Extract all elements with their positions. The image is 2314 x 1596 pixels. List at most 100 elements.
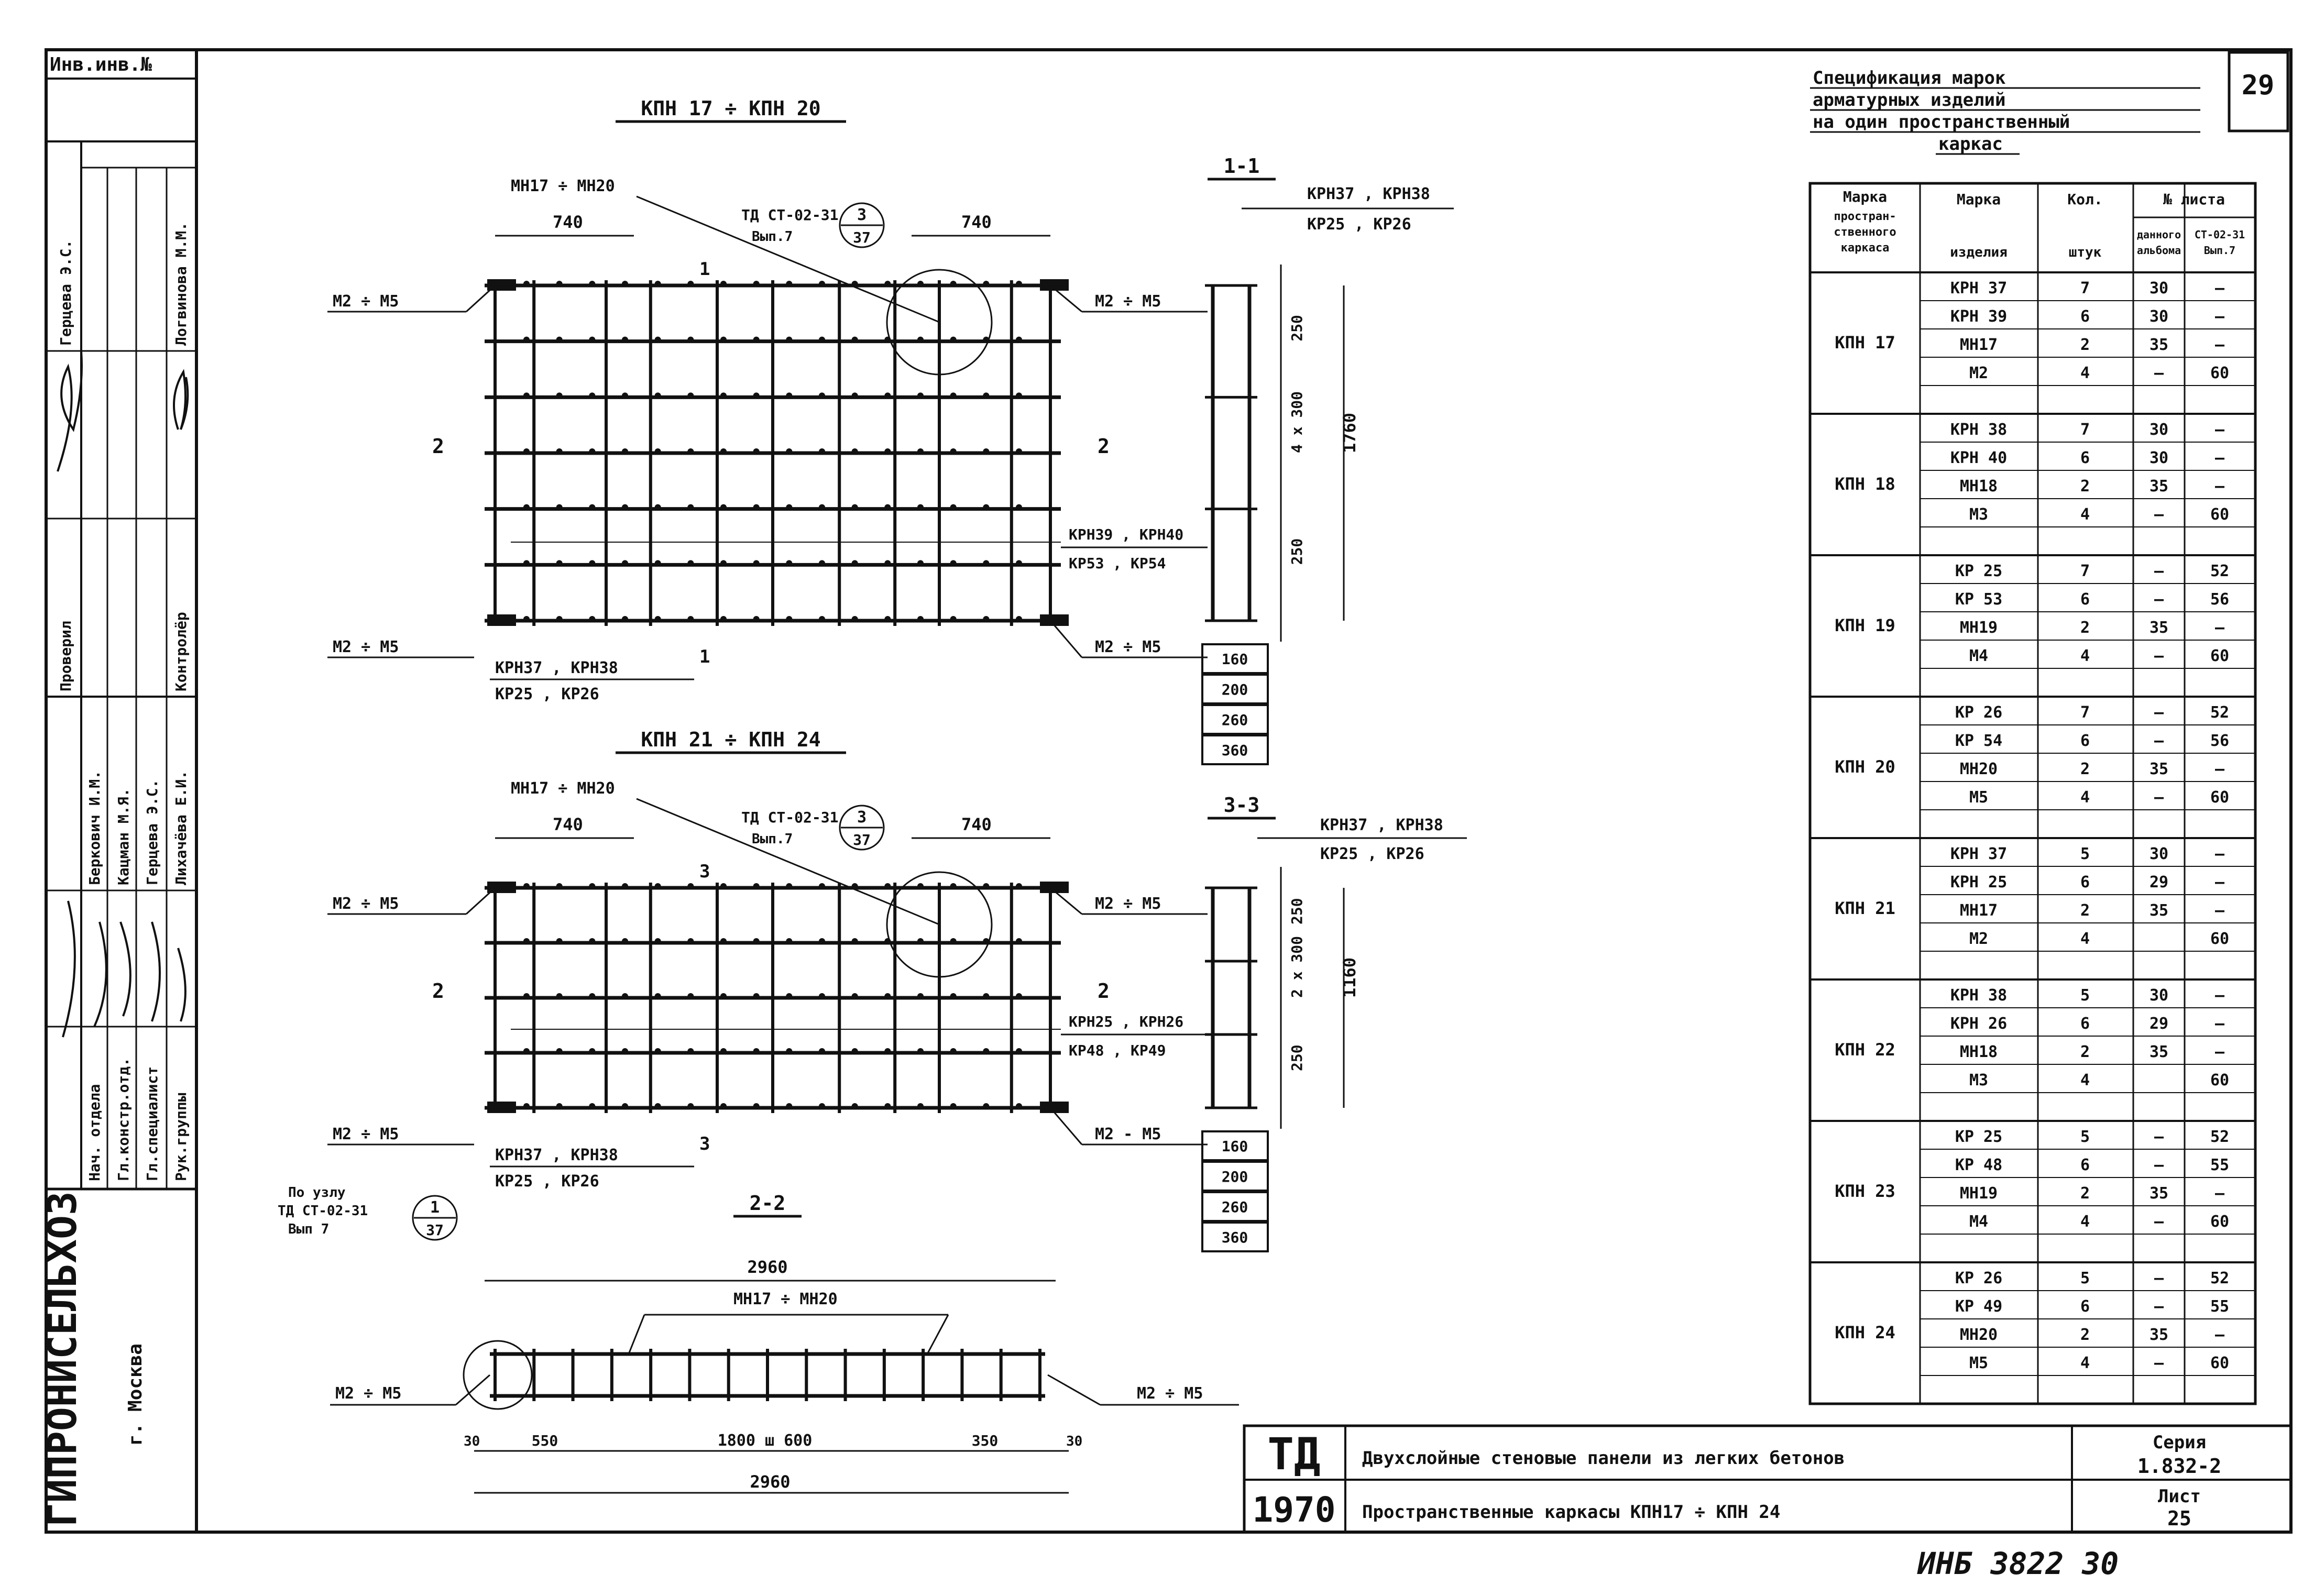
width-box	[1201, 1161, 1269, 1192]
leader-line	[1050, 284, 1082, 313]
spec-cell: 60	[2210, 647, 2229, 665]
bar-dot	[917, 560, 924, 567]
bar-dot	[786, 392, 793, 399]
spec-cell: 4	[2080, 1071, 2090, 1089]
spec-cell: 7	[2080, 703, 2090, 722]
bar-dot	[523, 883, 530, 889]
bar-tag: КРН39 , КРН40	[1069, 526, 1183, 543]
spec-cell: —	[2215, 307, 2225, 326]
bar-dot	[753, 336, 760, 343]
ref-circle-bottom: 37	[853, 229, 871, 246]
header-item: изделия	[1950, 245, 2008, 260]
spec-cell: МН18	[1960, 1043, 1998, 1061]
spec-cell: 7	[2080, 562, 2090, 580]
name-2: Кацман М.Я.	[115, 788, 132, 885]
bar-dot	[654, 336, 661, 343]
bar-dot	[523, 336, 530, 343]
anchor-plate	[1040, 279, 1069, 291]
spec-cell: КР 53	[1955, 590, 2002, 609]
bar-dot	[1016, 504, 1022, 511]
spec-cell: 2	[2080, 619, 2090, 637]
bar-dot	[687, 1048, 694, 1054]
width-value: 200	[1222, 681, 1248, 698]
width-value: 160	[1222, 1138, 1248, 1155]
width-value: 160	[1222, 651, 1248, 668]
spec-cell: —	[2215, 1326, 2225, 1344]
bar-dot	[556, 938, 563, 944]
bar-dot	[1016, 938, 1022, 944]
header-sheet-this: альбома	[2137, 244, 2181, 257]
spec-cell: 30	[2150, 986, 2168, 1005]
width-box	[1201, 734, 1269, 765]
bar-dot	[819, 281, 825, 287]
anchor-plate	[1040, 614, 1069, 626]
leader-line	[1049, 1107, 1083, 1145]
bar-dot	[1016, 1048, 1022, 1054]
spec-cell: —	[2215, 1043, 2225, 1061]
spec-cell: 2	[2080, 901, 2090, 920]
spec-cell: КРН 39	[1950, 307, 2007, 326]
title-line-2: Пространственные каркасы КПН17 ÷ КПН 24	[1362, 1502, 1780, 1523]
width-box	[1201, 1221, 1269, 1252]
controller-label: Контролёр	[172, 612, 190, 691]
spec-cell: МН20	[1960, 760, 1998, 778]
bar-dot	[589, 616, 596, 622]
spec-cell: МН17	[1960, 336, 1998, 354]
anchor-plate	[1040, 882, 1069, 893]
bar-tag: КР25 , КР26	[495, 685, 599, 703]
signature-3	[62, 900, 187, 1038]
spec-cell: —	[2154, 732, 2164, 750]
bar-dot	[1016, 883, 1022, 889]
bar-dot	[950, 504, 957, 511]
spec-cell: 60	[2210, 505, 2229, 524]
bar-dot	[884, 504, 891, 511]
bar-dot	[720, 1048, 727, 1054]
bar-dot	[786, 938, 793, 944]
spec-cell: 55	[2210, 1156, 2229, 1174]
bar-dot	[950, 448, 957, 455]
spec-frame-mark: КПН 21	[1835, 898, 1895, 918]
spec-frame-mark: КПН 24	[1835, 1323, 1895, 1342]
m2-m5-label: М2 ÷ М5	[1137, 1384, 1203, 1403]
spec-cell: 4	[2080, 1213, 2090, 1231]
organization-name: ГИПРОНИСЕЛЬХОЗ	[39, 1191, 85, 1527]
bar-dot	[654, 281, 661, 287]
header-frame: каркаса	[1841, 241, 1890, 255]
spec-cell: КР 25	[1955, 562, 2002, 580]
spec-cell: 35	[2150, 1184, 2168, 1203]
year: 1970	[1253, 1490, 1336, 1530]
bar-dot	[819, 448, 825, 455]
spec-frame-mark: КПН 20	[1835, 757, 1895, 777]
spec-cell: 30	[2150, 279, 2168, 298]
bar-dot	[687, 448, 694, 455]
spec-frame-mark: КПН 23	[1835, 1181, 1895, 1201]
bar-dot	[950, 392, 957, 399]
spec-cell: —	[2215, 1015, 2225, 1033]
spec-cell: —	[2154, 562, 2164, 580]
leader-line	[1049, 620, 1083, 658]
bar-dot	[753, 504, 760, 511]
width-box	[1201, 704, 1269, 735]
spec-cell: КР 25	[1955, 1128, 2002, 1146]
header-item: Марка	[1957, 191, 2001, 208]
bar-dot	[917, 392, 924, 399]
spec-cell: М3	[1969, 505, 1988, 524]
leader-line	[465, 887, 496, 915]
bar-dot	[589, 883, 596, 889]
spec-cell: 30	[2150, 421, 2168, 439]
leader-line	[636, 195, 940, 323]
bar-dot	[720, 616, 727, 622]
spec-cell: 60	[2210, 1354, 2229, 1372]
bar-dot	[687, 504, 694, 511]
spec-cell: 60	[2210, 930, 2229, 948]
ref-circle-bottom: 37	[426, 1221, 444, 1239]
dim-30: 30	[1066, 1434, 1082, 1449]
checked-label: Проверил	[57, 621, 74, 691]
role-3: Гл.специалист	[144, 1066, 161, 1181]
sheet-number-box	[2228, 51, 2289, 133]
bar-dot	[523, 448, 530, 455]
leader-line	[926, 1314, 949, 1355]
bar-dot	[622, 1048, 628, 1054]
